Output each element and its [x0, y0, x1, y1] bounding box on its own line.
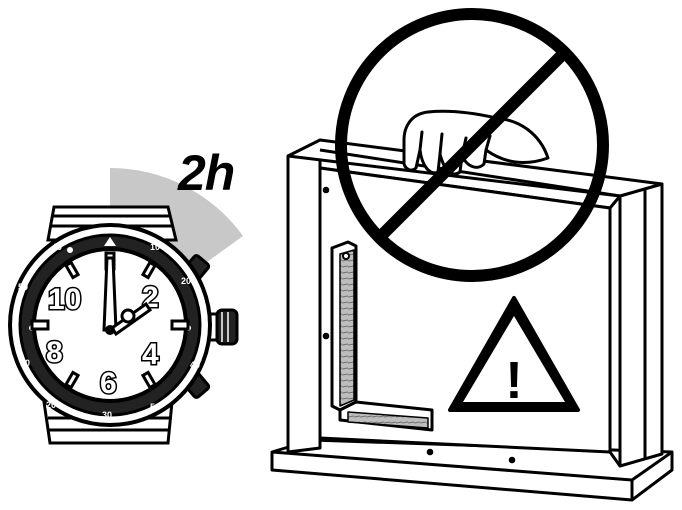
svg-text:10: 10: [20, 358, 30, 368]
svg-text:10: 10: [150, 242, 160, 252]
warning-symbol: !: [505, 352, 522, 410]
warning-triangle-icon: !: [448, 296, 580, 412]
dial-numeral-8: 8: [46, 336, 63, 369]
svg-text:50: 50: [150, 402, 160, 412]
duration-label: 2h: [178, 145, 235, 201]
svg-text:30: 30: [102, 410, 112, 420]
dial-numeral-6: 6: [100, 367, 117, 400]
try-square-icon: [330, 240, 434, 432]
dial-numeral-10: 10: [48, 283, 81, 316]
svg-text:40: 40: [190, 360, 200, 370]
svg-text:20: 20: [46, 400, 56, 410]
wristwatch-icon: 10 20 40 50 30 20 10 50 40 10 2: [8, 168, 243, 445]
svg-text:50: 50: [18, 282, 28, 292]
svg-text:40: 40: [52, 242, 62, 252]
watch-hands: [102, 256, 153, 337]
dial-numeral-4: 4: [142, 338, 159, 371]
prohibition-icon: [335, 8, 609, 282]
hour-markers: [30, 251, 190, 390]
svg-text:20: 20: [181, 276, 191, 286]
